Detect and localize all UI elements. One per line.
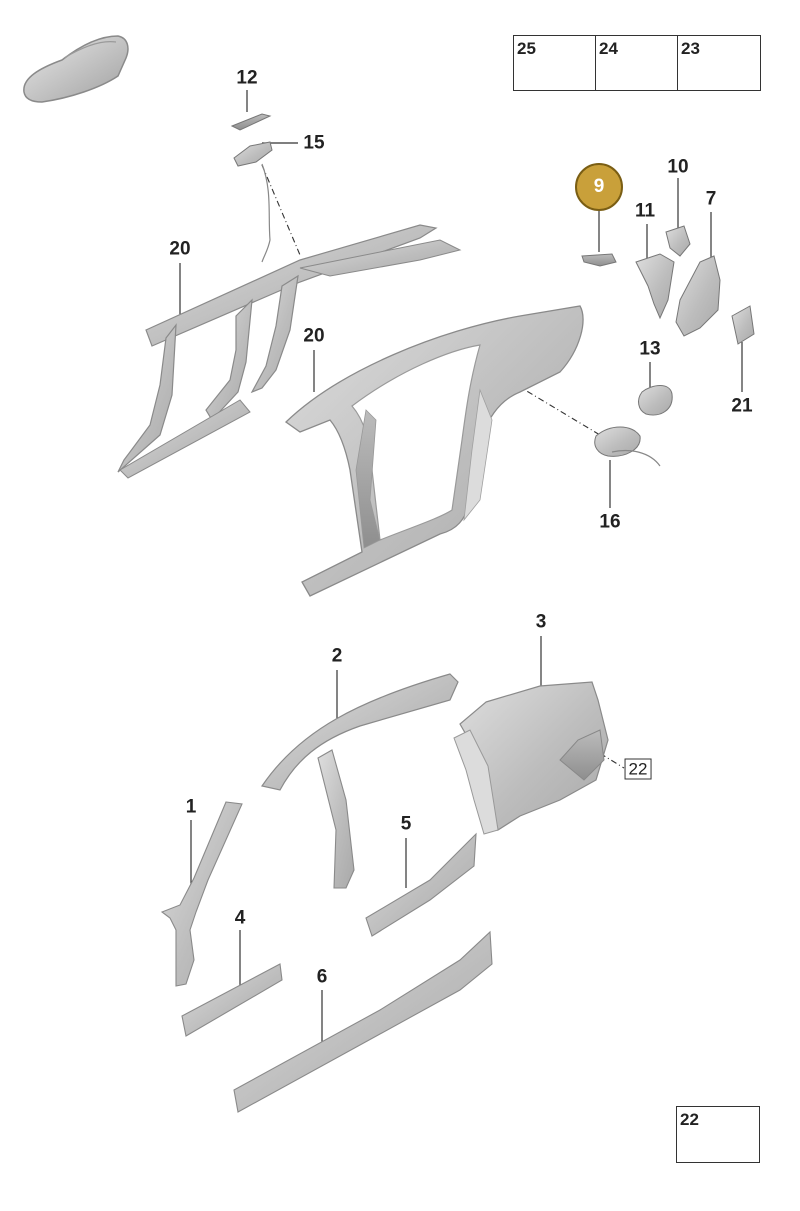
callout-20-upper[interactable]: 20 [169, 238, 191, 260]
callout-13[interactable]: 13 [639, 338, 661, 360]
callout-3[interactable]: 3 [535, 611, 547, 633]
part-1-a-pillar[interactable] [160, 801, 243, 987]
legend-number: 24 [599, 39, 618, 58]
part-10-reinforcement[interactable] [665, 225, 691, 257]
part-2-roof-rail[interactable] [261, 673, 459, 889]
part-5-sill-reinforcement[interactable] [365, 832, 477, 937]
legend-number: 22 [680, 1110, 699, 1129]
callout-15[interactable]: 15 [303, 132, 325, 154]
part-15-actuator[interactable] [233, 141, 273, 263]
callout-4[interactable]: 4 [234, 907, 246, 929]
callout-11[interactable]: 11 [634, 200, 656, 222]
car-silhouette-icon [23, 35, 129, 103]
part-20-roof-frame[interactable] [117, 224, 462, 479]
legend-cell-25: 25 [514, 36, 595, 90]
part-11-wheelhouse-panel[interactable] [635, 253, 675, 320]
callout-6[interactable]: 6 [316, 966, 328, 988]
callout-1[interactable]: 1 [185, 796, 197, 818]
part-4-sill-inner[interactable] [181, 963, 283, 1037]
callout-22-boxed[interactable]: 22 [624, 758, 652, 780]
legend-top: 25 24 23 [513, 35, 761, 91]
callout-16[interactable]: 16 [599, 511, 621, 533]
legend-bottom: 22 [676, 1106, 760, 1163]
part-13-fuel-flap[interactable] [638, 385, 673, 416]
part-3-rear-quarter-panel[interactable] [453, 681, 609, 835]
callout-5[interactable]: 5 [400, 813, 412, 835]
callout-20-center[interactable]: 20 [303, 325, 325, 347]
legend-cell-24: 24 [595, 36, 678, 90]
callout-10[interactable]: 10 [667, 156, 689, 178]
part-20-outer-side-panel[interactable] [284, 305, 584, 597]
part-21-plate[interactable] [731, 305, 755, 345]
part-12-cover[interactable] [230, 113, 272, 131]
legend-number: 23 [681, 39, 700, 58]
callout-12[interactable]: 12 [236, 67, 258, 89]
leader-lines [179, 90, 743, 1048]
legend-cell-22: 22 [677, 1107, 759, 1162]
callout-2[interactable]: 2 [331, 645, 343, 667]
part-16-filler-housing[interactable] [594, 426, 661, 467]
part-7-inner-panel[interactable] [675, 255, 721, 337]
callout-21[interactable]: 21 [731, 395, 753, 417]
part-9-bracket[interactable] [581, 253, 617, 267]
callout-9-highlighted[interactable]: 9 [575, 163, 623, 211]
callout-7[interactable]: 7 [705, 188, 717, 210]
legend-number: 25 [517, 39, 536, 58]
legend-cell-23: 23 [677, 36, 761, 90]
part-6-side-sill[interactable] [233, 930, 493, 1113]
